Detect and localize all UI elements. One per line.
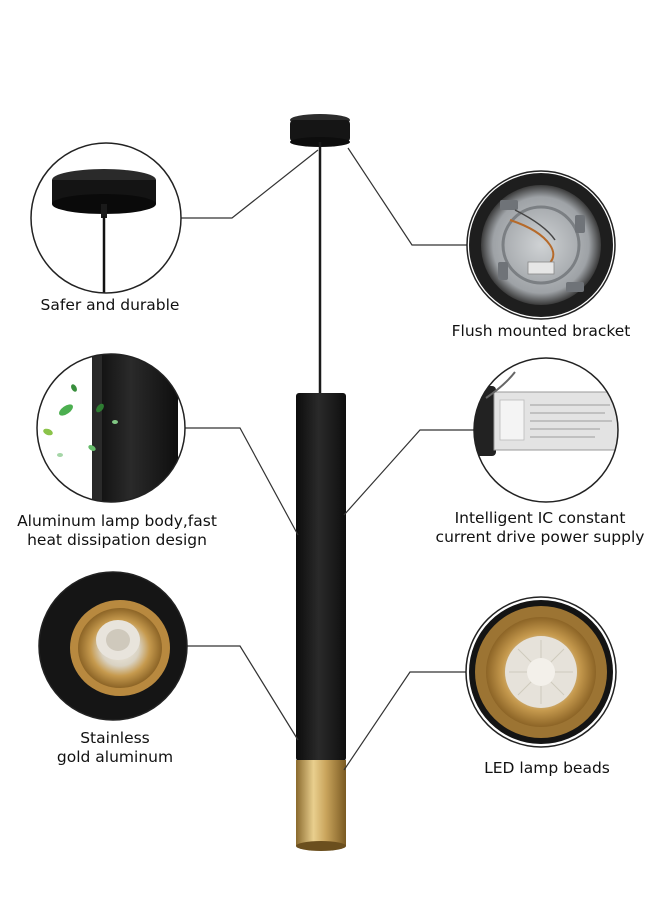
label-flush-mounted-bracket: Flush mounted bracket [436, 322, 646, 341]
label-safer-and-durable: Safer and durable [20, 296, 200, 315]
gold-ring [296, 760, 346, 846]
lamp-body [296, 393, 346, 761]
canopy-detail-circle [30, 142, 182, 294]
label-stainless-line1: Stainless [80, 729, 150, 747]
label-aluminum-body: Aluminum lamp body,fast heat dissipation… [2, 512, 232, 550]
leader-line-safer [181, 149, 319, 219]
label-stainless-gold: Stainless gold aluminum [40, 729, 190, 767]
driver-detail-circle [473, 357, 619, 503]
leader-lines [181, 147, 474, 771]
label-aluminum-line2: heat dissipation design [27, 531, 207, 549]
label-ic-line2: current drive power supply [435, 528, 645, 546]
leader-line-flush [347, 147, 467, 246]
canopy [290, 120, 350, 142]
stainless-gold-circle [38, 571, 188, 721]
bracket-detail-circle [466, 170, 616, 320]
leader-line-ic [343, 429, 474, 516]
label-ic-driver: Intelligent IC constant current drive po… [420, 509, 660, 547]
leader-line-aluminum [185, 427, 299, 536]
label-led-lamp-beads: LED lamp beads [462, 759, 632, 778]
pendant-lamp [290, 114, 350, 851]
label-ic-line1: Intelligent IC constant [454, 509, 626, 527]
label-flush-text: Flush mounted bracket [451, 322, 631, 340]
leader-line-stainless [187, 645, 299, 741]
label-led-text: LED lamp beads [484, 759, 610, 777]
bracket-icon [481, 185, 601, 305]
leader-line-led [343, 671, 466, 771]
led-beads-circle [465, 596, 617, 748]
label-aluminum-line1: Aluminum lamp body,fast [17, 512, 217, 530]
label-safer-text: Safer and durable [40, 296, 180, 314]
leaf-icon [43, 384, 118, 457]
aluminum-body-circle [36, 353, 186, 503]
label-stainless-line2: gold aluminum [56, 748, 174, 766]
